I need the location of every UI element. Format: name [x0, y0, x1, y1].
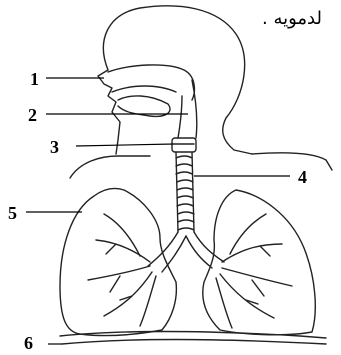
left-lung — [60, 188, 176, 335]
left-lung-branches — [88, 214, 156, 326]
trachea-rings — [176, 156, 194, 230]
larynx — [172, 138, 196, 152]
label-2: 2 — [28, 106, 37, 124]
label-3: 3 — [50, 138, 59, 156]
right-shoulder — [252, 153, 332, 170]
head-outline — [103, 6, 252, 154]
left-bronchus — [148, 232, 178, 266]
pharynx-front — [178, 96, 182, 138]
right-lung-branches — [216, 214, 292, 328]
nasal-cavity — [108, 65, 194, 100]
trachea-right-wall — [192, 152, 194, 232]
tongue — [118, 96, 170, 116]
label-1: 1 — [30, 70, 39, 88]
label-6: 6 — [24, 334, 33, 352]
left-shoulder — [70, 156, 150, 178]
right-lung — [203, 190, 315, 335]
oral-cavity — [112, 86, 176, 92]
label-5: 5 — [8, 204, 17, 222]
trachea-left-wall — [176, 152, 178, 232]
right-bronchus — [194, 232, 224, 262]
diaphragm-lower — [62, 340, 326, 345]
caption-text: لدمويه . — [262, 8, 322, 29]
left-bronchus-inner — [162, 236, 186, 272]
face-profile — [98, 70, 120, 154]
label-3-line — [76, 144, 174, 146]
diaphragm — [60, 332, 326, 339]
label-4: 4 — [298, 168, 307, 186]
